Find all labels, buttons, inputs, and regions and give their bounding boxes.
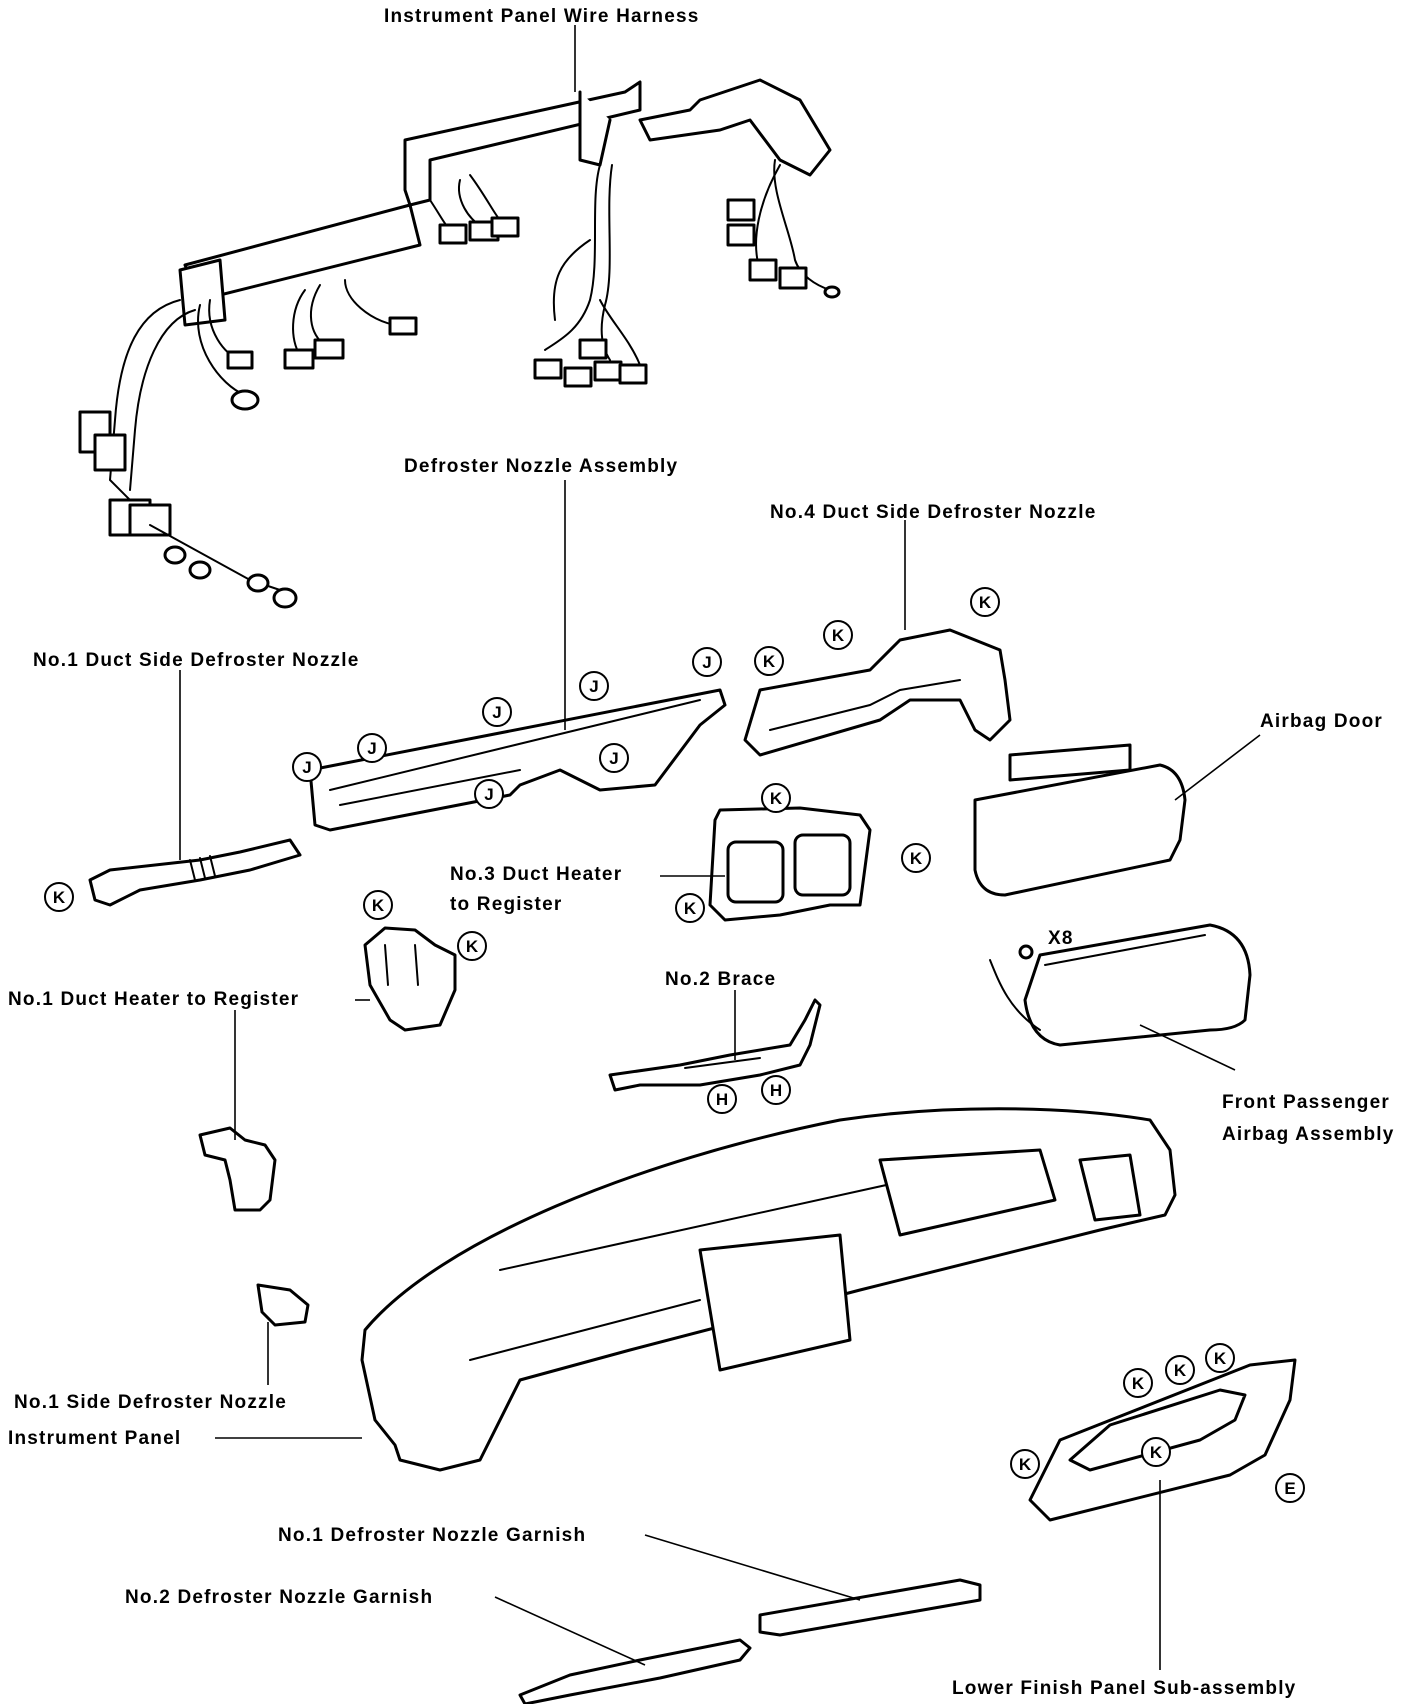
clip-marker-k: K	[761, 783, 791, 813]
clip-marker-j: J	[482, 697, 512, 727]
label-no1-defroster-nozzle-garnish: No.1 Defroster Nozzle Garnish	[278, 1525, 586, 1546]
part-labels: Instrument Panel Wire Harness Defroster …	[8, 6, 1395, 1699]
svg-text:J: J	[302, 758, 311, 777]
clip-marker-k: K	[970, 587, 1000, 617]
clip-marker-k: K	[1165, 1355, 1195, 1385]
clip-marker-j: J	[579, 671, 609, 701]
clip-marker-k: K	[1010, 1449, 1040, 1479]
svg-text:K: K	[832, 626, 845, 645]
svg-text:J: J	[609, 749, 618, 768]
clip-marker-k: K	[901, 843, 931, 873]
svg-text:K: K	[466, 937, 479, 956]
label-no3-duct-heater-line1: No.3 Duct Heater	[450, 864, 622, 885]
clip-marker-j: J	[292, 752, 322, 782]
svg-text:H: H	[716, 1090, 728, 1109]
clip-marker-j: J	[357, 733, 387, 763]
quantity-x8-label: X8	[1048, 928, 1074, 949]
svg-text:K: K	[910, 849, 923, 868]
clip-marker-k: K	[363, 890, 393, 920]
no1-defroster-nozzle-garnish-drawing	[758, 1578, 982, 1637]
svg-text:K: K	[53, 888, 66, 907]
defroster-nozzle-assembly-drawing	[308, 688, 727, 832]
label-no3-duct-heater-line2: to Register	[450, 894, 562, 915]
screw-icon	[1018, 944, 1034, 960]
no1-duct-side-defroster-nozzle-drawing	[88, 838, 302, 907]
label-instrument-panel: Instrument Panel	[8, 1428, 181, 1449]
no3-duct-heater-drawing	[708, 806, 872, 922]
label-no1-duct-heater-to-register: No.1 Duct Heater to Register	[8, 989, 299, 1010]
no1-side-defroster-nozzle-drawing	[256, 1283, 310, 1327]
clip-marker-j: J	[599, 743, 629, 773]
clip-marker-j: J	[474, 779, 504, 809]
no2-defroster-nozzle-garnish-drawing	[518, 1638, 752, 1704]
clip-marker-k: K	[1141, 1437, 1171, 1467]
front-passenger-airbag-drawing	[989, 923, 1252, 1047]
label-defroster-nozzle-assembly: Defroster Nozzle Assembly	[404, 456, 678, 477]
label-front-passenger-line2: Airbag Assembly	[1222, 1124, 1395, 1145]
svg-text:K: K	[979, 593, 992, 612]
svg-text:J: J	[702, 653, 711, 672]
svg-text:K: K	[1174, 1361, 1187, 1380]
airbag-door-drawing	[973, 743, 1187, 897]
svg-text:J: J	[492, 703, 501, 722]
no2-brace-drawing	[608, 998, 822, 1092]
label-airbag-door: Airbag Door	[1260, 711, 1383, 732]
no4-duct-side-defroster-nozzle-drawing	[743, 628, 1012, 757]
label-no4-duct-side-defroster-nozzle: No.4 Duct Side Defroster Nozzle	[770, 502, 1096, 523]
clip-marker-k: K	[457, 931, 487, 961]
clip-marker-k: K	[1205, 1343, 1235, 1373]
leader-lines	[179, 25, 1261, 1670]
clip-markers: J J J J J J J K K K K K K K K K K K K K …	[44, 587, 1305, 1503]
no1-duct-heater-drawing	[363, 926, 457, 1032]
svg-text:K: K	[770, 789, 783, 808]
wire-harness-drawing	[78, 78, 841, 609]
svg-text:H: H	[770, 1081, 782, 1100]
clip-marker-h: H	[707, 1084, 737, 1114]
label-lower-finish-panel: Lower Finish Panel Sub-assembly	[952, 1678, 1296, 1699]
svg-text:K: K	[1214, 1349, 1227, 1368]
svg-text:J: J	[367, 739, 376, 758]
svg-text:K: K	[1132, 1374, 1145, 1393]
clip-marker-k: K	[675, 893, 705, 923]
instrument-panel-drawing	[360, 1107, 1177, 1472]
clip-marker-k: K	[823, 620, 853, 650]
svg-text:E: E	[1284, 1479, 1295, 1498]
clip-marker-j: J	[692, 647, 722, 677]
label-instrument-panel-wire-harness: Instrument Panel Wire Harness	[384, 6, 700, 27]
svg-text:J: J	[589, 677, 598, 696]
label-no1-side-defroster-nozzle: No.1 Side Defroster Nozzle	[14, 1392, 287, 1413]
svg-text:K: K	[684, 899, 697, 918]
clip-marker-k: K	[754, 646, 784, 676]
svg-text:K: K	[1150, 1443, 1163, 1462]
clip-marker-k: K	[1123, 1368, 1153, 1398]
clip-marker-h: H	[761, 1075, 791, 1105]
label-front-passenger-line1: Front Passenger	[1222, 1092, 1390, 1113]
bracket-drawing	[198, 1126, 277, 1212]
svg-text:J: J	[484, 785, 493, 804]
label-no1-duct-side-defroster-nozzle: No.1 Duct Side Defroster Nozzle	[33, 650, 359, 671]
clip-marker-k: K	[44, 882, 74, 912]
svg-text:K: K	[1019, 1455, 1032, 1474]
label-no2-defroster-nozzle-garnish: No.2 Defroster Nozzle Garnish	[125, 1587, 433, 1608]
label-no2-brace: No.2 Brace	[665, 969, 776, 990]
svg-text:K: K	[763, 652, 776, 671]
svg-text:K: K	[372, 896, 385, 915]
clip-marker-e: E	[1275, 1473, 1305, 1503]
